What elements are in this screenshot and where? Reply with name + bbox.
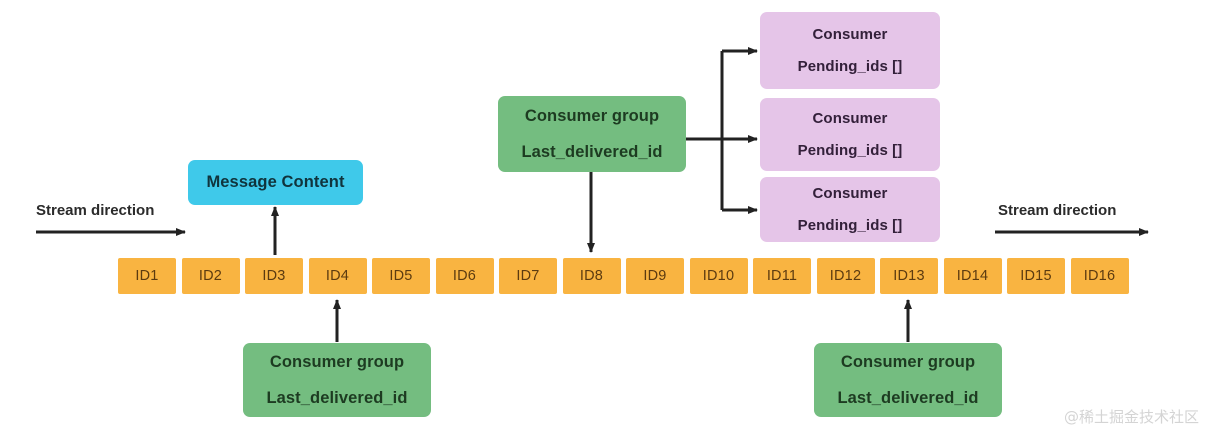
consumer-group-middle-top[interactable]: Consumer group Last_delivered_id: [498, 96, 686, 172]
stream-cell[interactable]: ID11: [753, 258, 811, 294]
consumer-title: Consumer: [812, 26, 888, 43]
message-content-box[interactable]: Message Content: [188, 160, 363, 205]
stream-cell[interactable]: ID10: [689, 258, 748, 294]
consumer-pending-ids: Pending_ids []: [797, 217, 903, 234]
message-content-label: Message Content: [206, 173, 345, 191]
stream-cell[interactable]: ID7: [499, 258, 557, 294]
stream-cell[interactable]: ID8: [562, 258, 621, 294]
stream-cell[interactable]: ID1: [118, 258, 176, 294]
stream-cell[interactable]: ID16: [1070, 258, 1129, 294]
stream-cell[interactable]: ID5: [372, 258, 430, 294]
stream-cell[interactable]: ID13: [880, 258, 938, 294]
stream-cell[interactable]: ID12: [816, 258, 875, 294]
consumer-title: Consumer: [812, 185, 888, 202]
consumer-group-left-bottom[interactable]: Consumer group Last_delivered_id: [243, 343, 431, 417]
stream-direction-label-left: Stream direction: [36, 202, 155, 219]
stream-cell[interactable]: ID4: [308, 258, 367, 294]
consumer-group-title: Consumer group: [269, 352, 405, 371]
consumer-group-last-delivered-id: Last_delivered_id: [837, 388, 979, 407]
consumer-pending-ids: Pending_ids []: [797, 58, 903, 75]
stream-cell[interactable]: ID15: [1007, 258, 1065, 294]
consumer-title: Consumer: [812, 110, 888, 127]
stream-cell[interactable]: ID6: [435, 258, 494, 294]
consumer-group-title: Consumer group: [840, 352, 976, 371]
consumer-group-last-delivered-id: Last_delivered_id: [521, 142, 663, 161]
stream-cell[interactable]: ID3: [245, 258, 303, 294]
consumer-box-3[interactable]: Consumer Pending_ids []: [760, 177, 940, 242]
consumer-box-2[interactable]: Consumer Pending_ids []: [760, 98, 940, 171]
consumer-group-last-delivered-id: Last_delivered_id: [266, 388, 408, 407]
stream-cell[interactable]: ID2: [181, 258, 240, 294]
stream-cell[interactable]: ID9: [626, 258, 684, 294]
consumer-box-1[interactable]: Consumer Pending_ids []: [760, 12, 940, 89]
consumer-group-right-bottom[interactable]: Consumer group Last_delivered_id: [814, 343, 1002, 417]
watermark: @稀土掘金技术社区: [1063, 408, 1199, 426]
consumer-group-title: Consumer group: [524, 106, 660, 125]
arrow-group-middle-to-consumers: [686, 47, 758, 214]
consumer-pending-ids: Pending_ids []: [797, 142, 903, 159]
stream-direction-label-right: Stream direction: [998, 202, 1117, 219]
stream-cell[interactable]: ID14: [943, 258, 1002, 294]
